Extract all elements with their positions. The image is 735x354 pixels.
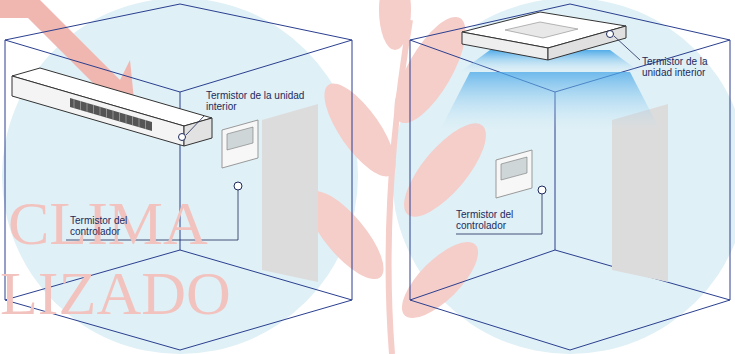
grille-fin: [87, 103, 88, 112]
grille-fin: [132, 116, 133, 125]
door-panel: [612, 104, 668, 282]
room-outline: [410, 4, 730, 350]
wall-controller: [222, 120, 258, 190]
thermistor-label: Termistor de la unidad interior: [206, 90, 316, 112]
grille-fin: [80, 101, 81, 110]
ducted-unit: [12, 68, 212, 146]
grille-fin: [145, 120, 146, 129]
leader-line: [456, 36, 640, 234]
watermark: LIZADO: [0, 262, 231, 324]
grille-fin: [126, 114, 127, 123]
grille-fin: [106, 109, 107, 118]
grille-fin: [100, 107, 101, 116]
door-panel: [262, 104, 318, 282]
grille-fin: [74, 99, 75, 108]
thermistor-label: Termistor del controlador: [456, 209, 542, 231]
watermark-leaves: [0, 0, 499, 354]
grille-fin: [139, 118, 140, 127]
wall-controller: [496, 150, 546, 198]
thermistor-label: Termistor de la unidad interior: [642, 56, 730, 78]
grille-fin: [113, 110, 114, 119]
grille-fin: [119, 112, 120, 121]
cassette-unit: [440, 12, 660, 130]
thermistor-label: Termistor del controlador: [70, 215, 170, 237]
grille-fin: [93, 105, 94, 114]
